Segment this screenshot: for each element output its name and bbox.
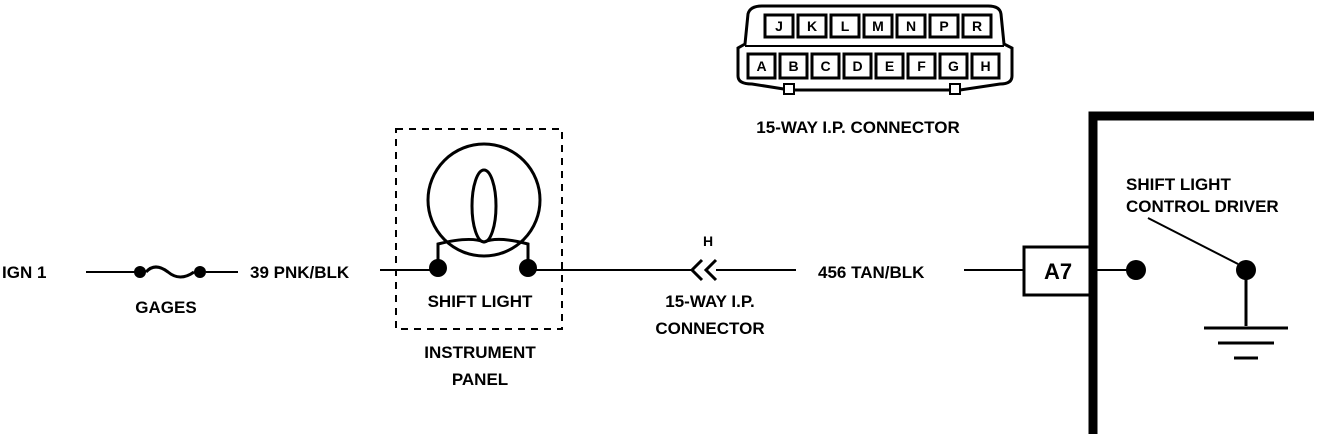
connector-bottom-pin-label-c: C	[820, 58, 830, 74]
driver-leader-line	[1147, 217, 1239, 265]
bulb-icon	[426, 142, 542, 277]
connector-bottom-pin-cell-f	[906, 52, 937, 80]
fuse-icon	[134, 265, 206, 279]
driver-label-line1: SHIFT LIGHT	[1126, 175, 1231, 194]
instrument-panel-boundary	[395, 128, 563, 330]
connector-bottom-pin-label-b: B	[788, 58, 798, 74]
connector-housing-outline	[736, 4, 1014, 92]
connector-title: 15-WAY I.P. CONNECTOR	[756, 118, 959, 137]
inline-connector-line2: CONNECTOR	[655, 319, 764, 338]
connector-latch-right	[949, 83, 961, 95]
connector-bottom-pin-cell-d	[842, 52, 873, 80]
module-terminal-dot	[1126, 260, 1146, 280]
connector-top-pin-cell-n	[895, 13, 927, 39]
connector-top-pin-cell-l	[829, 13, 861, 39]
connector-bottom-pin-label-e: E	[885, 58, 894, 74]
connector-top-pin-label-j: J	[775, 18, 783, 34]
connector-bottom-pin-cell-a	[746, 52, 777, 80]
inline-connector-line1: 15-WAY I.P.	[665, 292, 754, 311]
connector-top-pin-label-k: K	[807, 18, 817, 34]
connector-top-pin-cell-j	[763, 13, 795, 39]
connector-bottom-pin-cell-g	[938, 52, 969, 80]
inline-pin-label: H	[703, 233, 713, 249]
connector-bottom-pin-cell-c	[810, 52, 841, 80]
connector-bottom-pin-cell-h	[970, 52, 1001, 80]
connector-top-pin-label-m: M	[872, 18, 884, 34]
connector-bottom-pin-row: A B C D E F G H	[746, 52, 1001, 80]
connector-bottom-pin-label-f: F	[917, 58, 926, 74]
wire-out-label: 456 TAN/BLK	[818, 263, 925, 282]
connector-face: J K L M N P R A B C D E F G H 15-WAY I.P. CONNECTOR	[736, 4, 1014, 137]
fuse-label: GAGES	[135, 298, 196, 317]
connector-top-pin-label-p: P	[939, 18, 948, 34]
connector-top-pin-label-r: R	[972, 18, 982, 34]
connector-top-pin-cell-m	[862, 13, 894, 39]
connector-top-pin-cell-k	[796, 13, 828, 39]
wire-in-label: 39 PNK/BLK	[250, 263, 350, 282]
module-boundary	[1088, 111, 1314, 434]
driver-label-line2: CONTROL DRIVER	[1126, 197, 1279, 216]
connector-top-pin-cell-r	[961, 13, 993, 39]
connector-top-pin-cell-p	[928, 13, 960, 39]
connector-chevron-icon	[689, 258, 718, 282]
ground-icon	[1204, 326, 1288, 360]
source-label: IGN 1	[2, 263, 46, 282]
connector-top-pin-label-l: L	[841, 18, 850, 34]
connector-bottom-pin-label-g: G	[948, 58, 959, 74]
lamp-label: SHIFT LIGHT	[428, 292, 533, 311]
connector-latch-left	[783, 83, 795, 95]
connector-bottom-pin-cell-b	[778, 52, 809, 80]
module-pin-label: A7	[1044, 259, 1072, 284]
panel-label-line1: INSTRUMENT	[424, 343, 536, 362]
connector-bottom-pin-label-h: H	[980, 58, 990, 74]
connector-bottom-pin-label-a: A	[756, 58, 766, 74]
connector-bottom-pin-cell-e	[874, 52, 905, 80]
connector-top-pin-label-n: N	[906, 18, 916, 34]
panel-label-line2: PANEL	[452, 370, 508, 389]
connector-bottom-pin-label-d: D	[852, 58, 862, 74]
